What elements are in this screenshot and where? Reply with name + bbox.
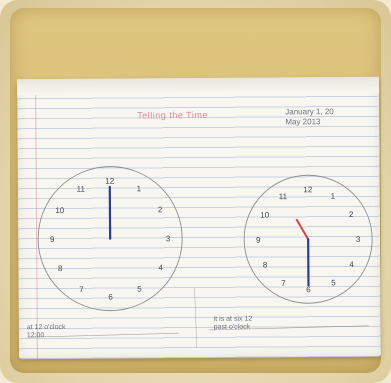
clock-number: 1 (331, 192, 336, 201)
clock-number: 7 (79, 285, 84, 294)
hour-hand (295, 218, 310, 241)
clock-face (37, 166, 183, 312)
clock-number: 5 (331, 278, 336, 287)
clock-number: 2 (158, 205, 163, 214)
clock-number: 4 (158, 263, 163, 272)
clock-number: 1 (137, 184, 142, 193)
lined-paper: Telling the Time January 1, 20 May 2013 … (17, 76, 381, 360)
clock-number: 12 (105, 177, 115, 186)
clock-number: 9 (256, 236, 261, 245)
clock-number: 10 (55, 206, 65, 215)
clock-number: 11 (77, 185, 86, 194)
clock-number: 3 (356, 235, 361, 244)
clock-number: 5 (137, 285, 142, 294)
clock-face (243, 174, 373, 304)
clock-number: 3 (166, 234, 171, 243)
clock-number: 12 (303, 185, 313, 194)
clock-number: 4 (349, 260, 354, 269)
clock-number: 2 (349, 210, 354, 219)
clock-number: 11 (279, 192, 288, 201)
left-caption-line-2: 12:00 (26, 332, 45, 340)
clock-number: 10 (260, 211, 270, 220)
right-caption-line-2: past o'clock (213, 323, 251, 331)
right-caption: it is at six 12 past o'clock (214, 315, 374, 332)
clock-number: 8 (263, 261, 268, 270)
clock-number: 9 (50, 235, 55, 244)
clock-number: 6 (306, 285, 311, 294)
clock-number: 8 (58, 264, 63, 273)
left-caption: at 12 o'clock 12:00 (27, 323, 177, 340)
clock-number: 6 (108, 293, 113, 302)
clock-number: 7 (281, 279, 286, 288)
